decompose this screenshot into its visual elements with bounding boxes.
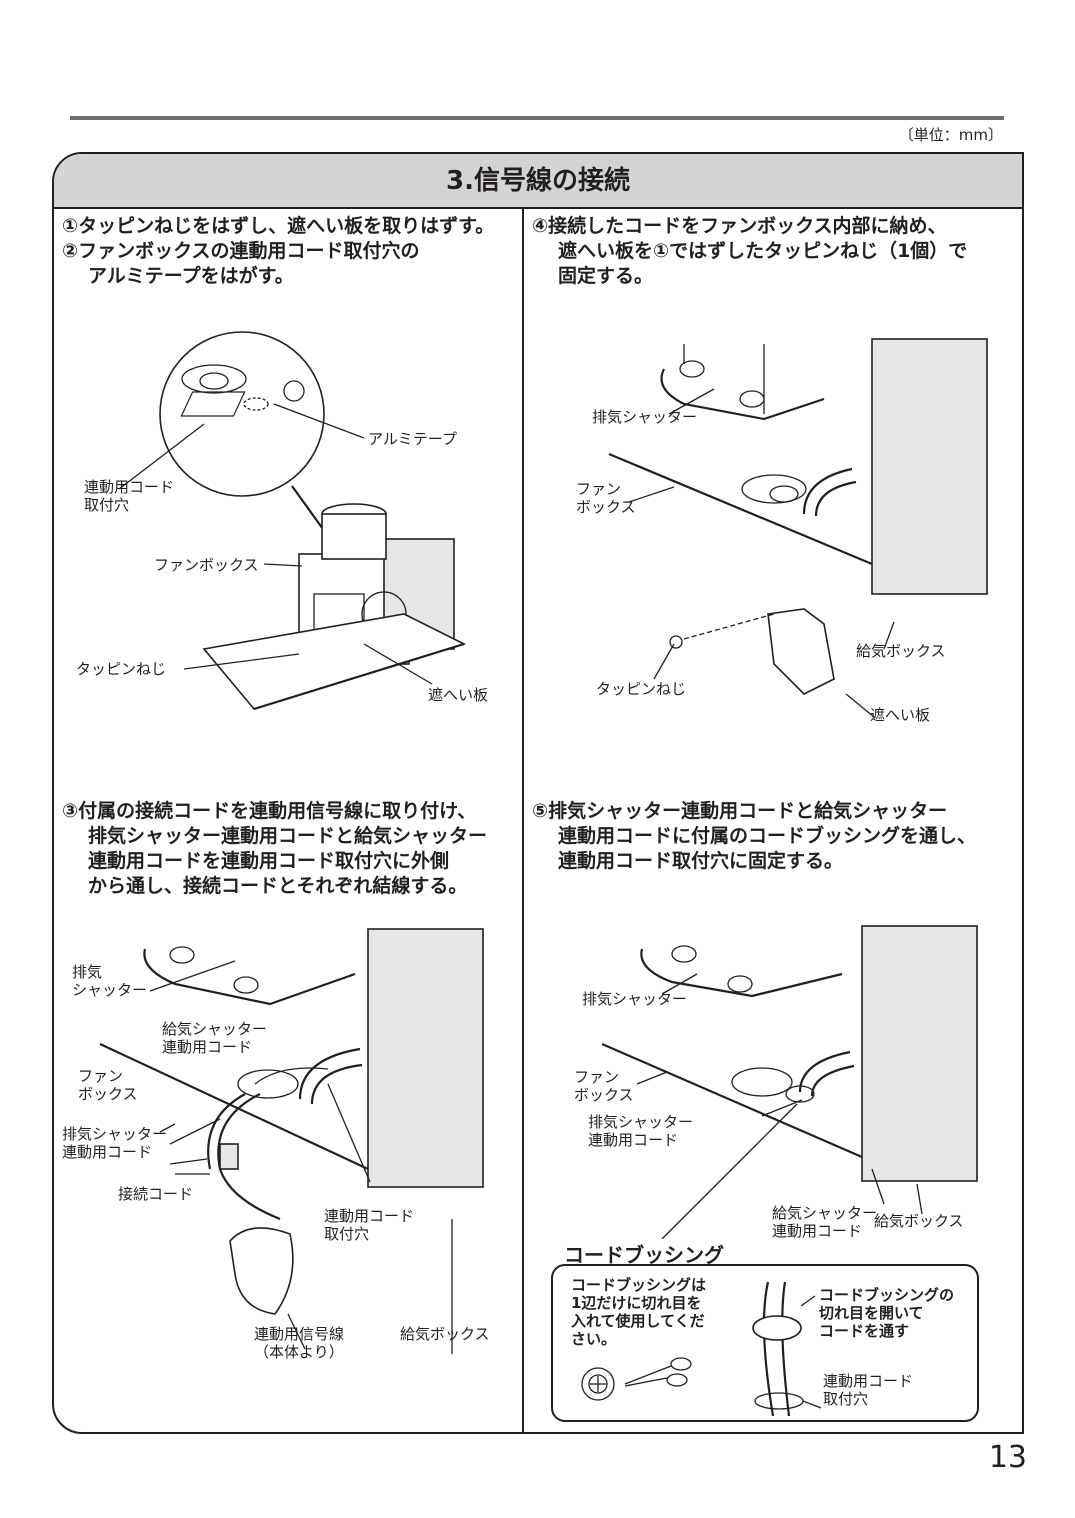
scissors-icon [624,1357,692,1387]
figure-remove-shield-plate: アルミテープ 連動用コード 取付穴 ファンボックス タッピンねじ 遮へい板 [76,331,488,711]
label-aluminum-tape: アルミテープ [368,430,457,448]
supply-box-body [861,925,978,1182]
bushing-note-left: コードブッシングは [571,1276,706,1294]
svg-text:ボックス: ボックス [78,1085,138,1103]
step-5-text: ⑤排気シャッター連動用コードと給気シャッター 連動用コードに付属のコードブッシン… [532,800,977,872]
figure-fix-shield-plate: 排気シャッター ファン ボックス 給気ボックス タッピンねじ 遮へい板 [576,338,988,724]
svg-text:連動用コード: 連動用コード [62,1143,152,1161]
label-exhaust-cord: 排気シャッター [62,1125,167,1143]
shield-plate [767,608,835,695]
svg-text:切れ目を開いて: 切れ目を開いて [819,1304,924,1322]
label-tapping-screw: タッピンねじ [76,660,166,678]
label-exhaust-shutter: 排気シャッター [582,990,687,1008]
svg-text:ボックス: ボックス [574,1086,634,1104]
svg-text:連動用コード: 連動用コード [162,1038,252,1056]
label-cord-hole: 連動用コード [823,1372,913,1390]
label-supply-cord: 給気シャッター [162,1020,267,1038]
svg-text:取付穴: 取付穴 [324,1225,369,1243]
figure-connect-cords: 排気 シャッター 給気シャッター 連動用コード ファン ボックス 排気シャッター… [62,928,490,1361]
label-supply-box: 給気ボックス [856,642,946,660]
bushing-cut-icon [752,1315,802,1341]
label-fan-box: ファン [574,1068,619,1086]
header-rule [70,116,1004,120]
svg-text:ボックス: ボックス [576,498,636,516]
supply-box-body [871,338,988,595]
label-shield-plate: 遮へい板 [870,706,930,724]
label-fan-box: ファン [576,480,621,498]
svg-text:さい。: さい。 [571,1330,616,1348]
label-supply-box: 給気ボックス [874,1212,964,1230]
label-supply-box: 給気ボックス [400,1325,490,1343]
column-divider [522,209,524,1432]
label-cord-hole: 連動用コード [84,478,174,496]
bushing-icon [581,1367,615,1401]
step-3-text: ③付属の接続コードを連動用信号線に取り付け、 排気シャッター連動用コードと給気シ… [62,800,488,897]
svg-text:取付穴: 取付穴 [823,1390,868,1408]
label-signal-line: 連動用信号線 [254,1325,344,1343]
detail-magnifier-circle [159,331,325,497]
svg-text:コードを通す: コードを通す [819,1322,909,1340]
supply-box-body [367,928,484,1188]
svg-text:シャッター: シャッター [72,981,147,999]
section-title: 3.信号線の接続 [54,154,1022,209]
label-shield-plate: 遮へい板 [428,686,488,704]
bushing-note-right: コードブッシングの [819,1286,954,1304]
section-frame: 3.信号線の接続 ①タッピンねじをはずし、遮へい板を取りはずす。 ②ファンボック… [52,152,1024,1434]
svg-text:入れて使用してくだ: 入れて使用してくだ [571,1312,705,1330]
cord-bushing-illustration: コードブッシングは 1辺だけに切れ目を 入れて使用してくだ さい。 コードブッシ… [571,1276,954,1417]
page-number: 13 [988,1440,1027,1475]
unit-note: 〔単位：mm〕 [898,126,1003,144]
cord-bushing-title: コードブッシング [564,1243,724,1267]
aluminum-tape-patch [180,391,246,417]
label-connection-cord: 接続コード [118,1185,193,1203]
svg-text:（本体より）: （本体より） [254,1343,344,1361]
svg-text:連動用コード: 連動用コード [772,1222,862,1239]
svg-text:1辺だけに切れ目を: 1辺だけに切れ目を [571,1294,701,1312]
cord-bushing-box: コードブッシングは 1辺だけに切れ目を 入れて使用してくだ さい。 コードブッシ… [551,1264,979,1422]
label-exhaust-shutter: 排気 [72,963,102,981]
step-1-text: ①タッピンねじをはずし、遮へい板を取りはずす。 ②ファンボックスの連動用コード取… [62,215,495,287]
label-cord-hole: 連動用コード [324,1207,414,1225]
label-exhaust-cord: 排気シャッター [588,1113,693,1131]
label-tapping-screw: タッピンねじ [596,680,686,698]
figure-fix-bushing: 排気シャッター ファン ボックス 排気シャッター 連動用コード 給気シャッター … [574,925,978,1239]
tapping-screw [669,635,683,649]
svg-text:取付穴: 取付穴 [84,496,129,514]
label-exhaust-shutter: 排気シャッター [592,408,697,426]
label-fan-box: ファンボックス [154,556,259,574]
step-4-text: ④接続したコードをファンボックス内部に納め、 遮へい板を①ではずしたタッピンねじ… [532,215,968,287]
label-fan-box: ファン [78,1067,123,1085]
label-supply-cord: 給気シャッター [772,1204,877,1222]
svg-text:連動用コード: 連動用コード [588,1131,678,1149]
